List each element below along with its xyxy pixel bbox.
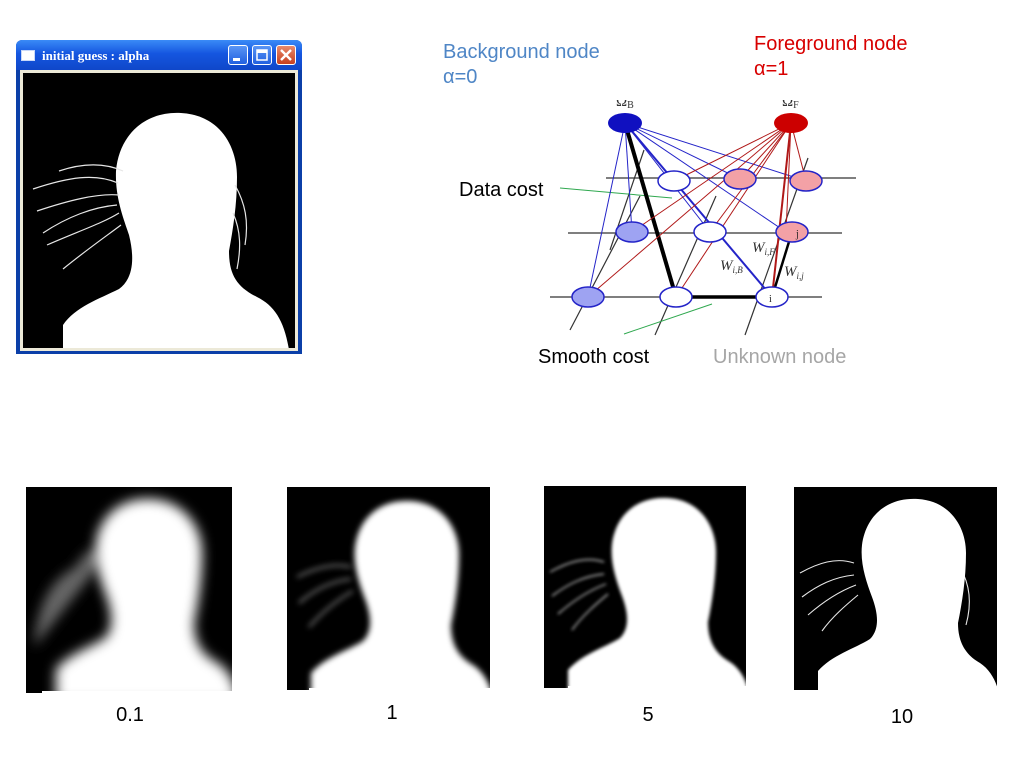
close-button[interactable]	[276, 45, 296, 65]
minimize-icon	[233, 58, 240, 61]
edge-w-iF	[771, 122, 792, 298]
pixel-node[interactable]	[789, 170, 823, 192]
initial-alpha-matte	[23, 73, 295, 348]
result-matte-10	[794, 487, 997, 690]
pixel-node-i[interactable]	[755, 286, 789, 308]
background-node-label: Background node α=0	[443, 40, 600, 90]
node-j-label: j	[795, 229, 799, 240]
weight-w-iF-label: Wi,F	[752, 240, 775, 257]
maximize-icon	[256, 49, 268, 61]
foreground-node-alpha: α=1	[754, 58, 789, 80]
initial-guess-window: initial guess : alpha	[16, 40, 302, 354]
omega-f-label: ΩF	[782, 100, 799, 111]
background-terminal-node[interactable]	[608, 113, 642, 133]
cut-edge-bold	[623, 122, 678, 298]
unknown-node-label: Unknown node	[713, 346, 847, 368]
window-title: initial guess : alpha	[42, 48, 150, 63]
minimize-button[interactable]	[228, 45, 248, 65]
data-cost-label: Data cost	[459, 179, 544, 201]
weight-w-ij-label: Wi,j	[784, 264, 804, 281]
result-matte-1	[287, 487, 490, 690]
data-cost-connector	[559, 187, 673, 199]
pixel-node[interactable]	[571, 286, 605, 308]
close-icon	[280, 49, 292, 61]
result-caption: 0.1	[116, 704, 144, 726]
foreground-edges	[587, 122, 807, 298]
result-caption: 5	[642, 704, 654, 726]
app-window-icon	[21, 50, 35, 61]
result-caption: 1	[386, 702, 398, 724]
result-caption: 10	[890, 706, 914, 728]
window-client-area	[20, 70, 298, 351]
graph-cut-diagram: ΩB ΩF Wi,B Wi,F Wi,j i j	[550, 100, 856, 336]
omega-b-label: ΩB	[616, 100, 634, 111]
result-matte-5	[544, 486, 746, 688]
smooth-cost-connector	[623, 303, 713, 335]
window-titlebar[interactable]: initial guess : alpha	[16, 40, 302, 70]
pixel-node[interactable]	[659, 286, 693, 308]
pixel-node[interactable]	[657, 170, 691, 192]
background-node-name: Background node	[443, 41, 600, 63]
pixel-node-j[interactable]	[775, 221, 809, 243]
pixel-node[interactable]	[693, 221, 727, 243]
foreground-node-label: Foreground node α=1	[754, 32, 907, 82]
edge-w-iB	[624, 122, 773, 298]
edge-w-ij	[770, 231, 794, 298]
weight-w-iB-label: Wi,B	[720, 258, 743, 275]
maximize-button[interactable]	[252, 45, 272, 65]
background-node-alpha: α=0	[443, 66, 478, 88]
foreground-terminal-node[interactable]	[774, 113, 808, 133]
node-i-label: i	[769, 294, 772, 305]
result-matte-0.1	[26, 487, 232, 693]
foreground-node-name: Foreground node	[754, 33, 908, 55]
pixel-nodes	[571, 168, 823, 308]
smooth-cost-label: Smooth cost	[538, 346, 650, 368]
pixel-node[interactable]	[723, 168, 757, 190]
pixel-node[interactable]	[615, 221, 649, 243]
